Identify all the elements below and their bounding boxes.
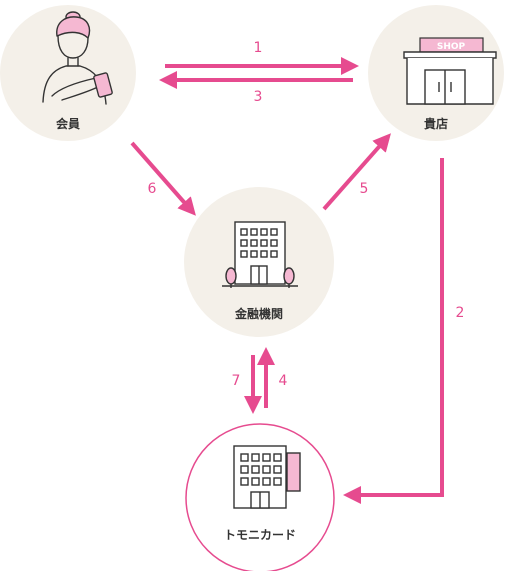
member-node [0, 5, 136, 141]
office-building-icon [233, 445, 301, 509]
shop-icon: SHOP [403, 37, 497, 105]
step-7-label: 7 [232, 373, 241, 389]
shop-sign-text: SHOP [437, 42, 466, 52]
step-1-label: 1 [254, 40, 263, 56]
member-label: 会員 [56, 116, 80, 131]
step-4-label: 4 [279, 373, 288, 389]
step-6-label: 6 [148, 181, 157, 197]
shop-label: 貴店 [424, 116, 448, 131]
tomoni-label: トモニカード [224, 528, 296, 542]
step-3-label: 3 [254, 89, 263, 105]
arrow-2-shop-to-tomoni [343, 158, 444, 504]
step-2-label: 2 [456, 305, 465, 321]
bank-label: 金融機関 [234, 306, 283, 321]
arrow-6-member-to-bank [130, 141, 196, 216]
woman-with-phone-icon [42, 11, 113, 105]
step-5-label: 5 [360, 181, 369, 197]
arrow-5-bank-to-shop [322, 133, 391, 211]
bank-building-icon [222, 221, 298, 288]
